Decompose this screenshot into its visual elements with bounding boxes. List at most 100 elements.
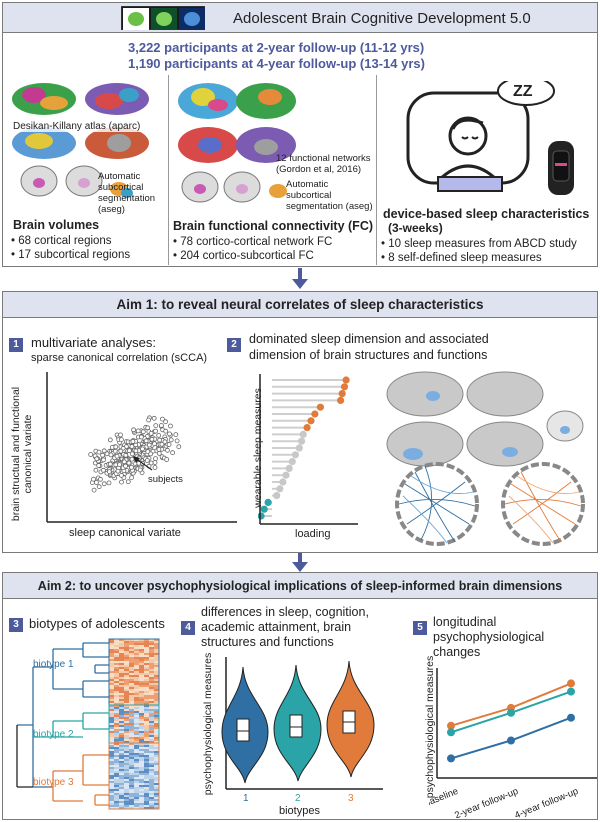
series-point (567, 679, 575, 688)
heatmap-cell (129, 775, 134, 777)
heatmap-cell (114, 807, 119, 809)
heatmap-cell (114, 747, 119, 749)
heatmap-cell (124, 759, 129, 761)
heatmap-cell (129, 667, 134, 669)
heatmap-rows (109, 639, 159, 809)
heatmap-cell (149, 687, 154, 689)
heatmap-cell (134, 775, 139, 777)
heatmap-cell (119, 777, 124, 779)
heatmap-cell (154, 671, 159, 673)
heatmap-cell (124, 767, 129, 769)
scatter-dot (167, 431, 172, 437)
heatmap-cell (124, 695, 129, 697)
heatmap-cell (109, 685, 114, 687)
heatmap-cell (134, 659, 139, 661)
heatmap-cell (114, 761, 119, 763)
heatmap-cell (144, 647, 149, 649)
heatmap-cell (149, 807, 154, 809)
heatmap-cell (139, 779, 144, 781)
step2-title2: dimension of brain structures and functi… (249, 348, 488, 362)
heatmap-cell (109, 693, 114, 695)
heatmap-cell (134, 773, 139, 775)
heatmap-cell (119, 705, 124, 707)
step5-title-line: longitudinal (433, 615, 497, 629)
heatmap-cell (114, 693, 119, 695)
heatmap-cell (134, 727, 139, 729)
heatmap-cell (144, 773, 149, 775)
scatter-dot (101, 448, 107, 454)
heatmap-cell (129, 777, 134, 779)
heatmap-cell (114, 735, 119, 737)
heatmap-cell (139, 745, 144, 747)
heatmap-cell (149, 805, 154, 807)
loading-dot (316, 403, 324, 411)
heatmap-cell (139, 689, 144, 691)
heatmap-cell (139, 757, 144, 759)
participants-2yr: 3,222 participants at 2-year follow-up (… (128, 40, 425, 55)
heatmap-cell (119, 671, 124, 673)
heatmap-cell (139, 753, 144, 755)
heatmap-cell (134, 715, 139, 717)
heatmap-cell (144, 657, 149, 659)
bullet-item: 78 cortico-cortical network FC (173, 235, 332, 249)
loading-ylabel: wearable sleep measures (252, 388, 264, 508)
heatmap-cell (124, 745, 129, 747)
heatmap-cell (134, 681, 139, 683)
heatmap-cell (124, 737, 129, 739)
scatter-dot (96, 449, 102, 455)
heatmap-cell (139, 803, 144, 805)
heatmap-cell (109, 695, 114, 697)
heatmap-cell (154, 783, 159, 785)
heatmap-cell (129, 731, 134, 733)
heatmap-cell (129, 767, 134, 769)
heatmap-cell (154, 777, 159, 779)
heatmap-cell (139, 699, 144, 701)
scatter-dot (144, 458, 150, 463)
heatmap-cell (139, 767, 144, 769)
heatmap-cell (109, 663, 114, 665)
heatmap-cell (149, 723, 154, 725)
scatter-dot (130, 439, 136, 444)
heatmap-cell (129, 655, 134, 657)
scatter-dot (98, 476, 103, 482)
heatmap-cell (129, 663, 134, 665)
heatmap-cell (149, 675, 154, 677)
heatmap-cell (124, 693, 129, 695)
heatmap-cell (129, 723, 134, 725)
heatmap-cell (139, 771, 144, 773)
heatmap-cell (129, 733, 134, 735)
heatmap-cell (144, 763, 149, 765)
heatmap-cell (129, 715, 134, 717)
x-tick-label: 2-year follow-up (453, 786, 520, 818)
heatmap-cell (109, 707, 114, 709)
loading-dot (285, 464, 293, 472)
heatmap-cell (119, 757, 124, 759)
heatmap-cell (139, 709, 144, 711)
scatter-dot (163, 428, 169, 434)
heatmap-cell (114, 785, 119, 787)
heatmap-cell (139, 653, 144, 655)
heatmap-cell (114, 639, 119, 641)
heatmap-cell (124, 739, 129, 741)
step1-title: multivariate analyses: (31, 335, 156, 350)
heatmap-cell (144, 681, 149, 683)
heatmap-cell (114, 661, 119, 663)
heatmap-cell (144, 719, 149, 721)
heatmap-cell (114, 781, 119, 783)
heatmap-cell (114, 793, 119, 795)
heatmap-cell (154, 793, 159, 795)
heatmap-cell (124, 785, 129, 787)
heatmap-cell (139, 773, 144, 775)
heatmap-cell (114, 695, 119, 697)
heatmap-cell (144, 673, 149, 675)
heatmap-cell (139, 715, 144, 717)
heatmap-cell (109, 775, 114, 777)
heatmap-cell (124, 653, 129, 655)
heatmap-cell (129, 779, 134, 781)
heatmap-cell (134, 791, 139, 793)
heatmap-cell (144, 699, 149, 701)
heatmap-cell (124, 775, 129, 777)
heatmap-cell (154, 707, 159, 709)
heatmap-cell (129, 807, 134, 809)
heatmap-cell (109, 799, 114, 801)
